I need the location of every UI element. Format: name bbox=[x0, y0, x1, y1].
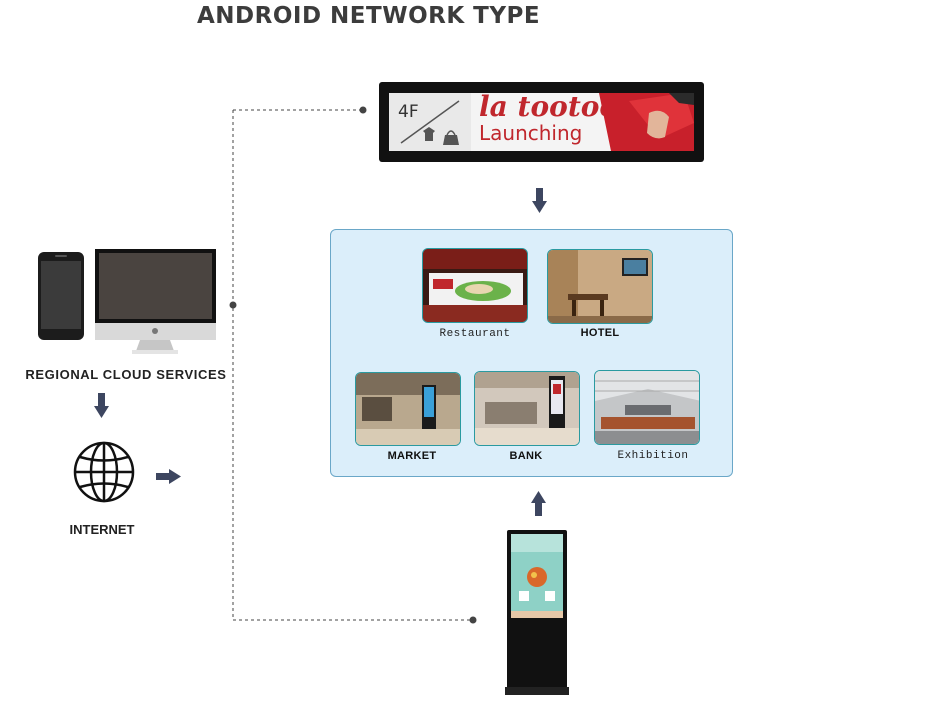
banner-brand: la tootoo bbox=[479, 93, 619, 123]
smartphone-icon bbox=[38, 252, 84, 340]
banner-product-image bbox=[599, 93, 694, 151]
arrow-down-icon bbox=[94, 393, 109, 418]
cloud-services-label: REGIONAL CLOUD SERVICES bbox=[25, 367, 227, 382]
bank-thumbnail bbox=[474, 371, 580, 446]
page-title: ANDROID NETWORK TYPE bbox=[197, 3, 541, 29]
exhibition-thumbnail bbox=[594, 370, 700, 445]
banner-floor: 4F bbox=[398, 102, 419, 122]
market-thumbnail bbox=[355, 372, 461, 446]
venue-label-hotel: HOTEL bbox=[580, 327, 620, 339]
venue-label-market: MARKET bbox=[387, 450, 437, 462]
internet-label: INTERNET bbox=[69, 522, 135, 537]
floor-kiosk-icon bbox=[505, 530, 569, 695]
venue-label-restaurant: Restaurant bbox=[439, 328, 511, 340]
globe-icon bbox=[73, 441, 135, 503]
connector-dot-mid bbox=[229, 301, 237, 309]
venue-label-bank: BANK bbox=[509, 450, 543, 462]
restaurant-thumbnail bbox=[422, 248, 528, 323]
arrow-up-icon bbox=[531, 491, 546, 516]
arrow-down-icon bbox=[532, 188, 547, 213]
banner-subtitle: Launching bbox=[479, 121, 583, 145]
desktop-monitor-icon bbox=[95, 249, 216, 354]
hotel-thumbnail bbox=[547, 249, 653, 324]
connector-dot-bottom bbox=[469, 616, 477, 624]
connector-dot-top bbox=[359, 106, 367, 114]
shopping-icon bbox=[400, 100, 460, 145]
arrow-right-icon bbox=[156, 469, 181, 484]
venue-label-exhibition: Exhibition bbox=[617, 450, 689, 462]
stretched-bar-display: 4F la tootoo Launching bbox=[379, 82, 704, 162]
